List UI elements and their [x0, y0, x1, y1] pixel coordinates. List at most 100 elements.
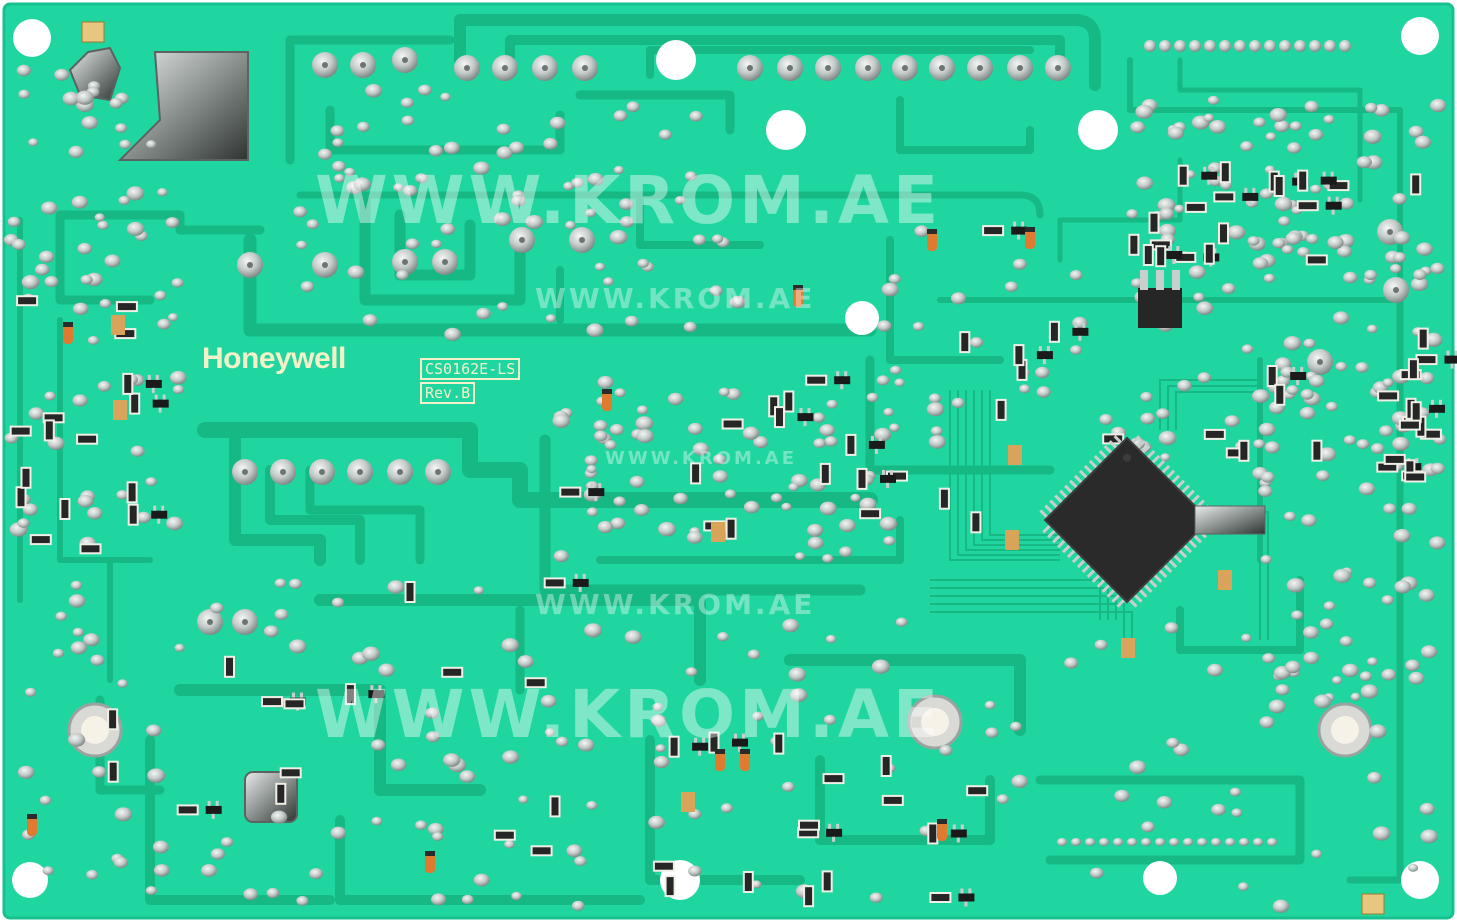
- solder-joint: [1164, 622, 1179, 634]
- solder-joint: [626, 101, 640, 112]
- solder-joint: [1382, 378, 1394, 387]
- solder-joint: [1114, 789, 1130, 802]
- solder-joint: [146, 140, 157, 149]
- solder-joint: [1207, 663, 1223, 677]
- smd-capacitor: [113, 400, 127, 420]
- solder-joint: [1064, 657, 1079, 669]
- solder-joint: [1356, 439, 1370, 450]
- solder-joint: [517, 655, 534, 668]
- solder-joint: [296, 896, 309, 906]
- solder-joint: [1372, 826, 1391, 841]
- solder-joint: [1373, 104, 1390, 117]
- solder-joint: [1405, 659, 1420, 672]
- solder-joint: [7, 216, 21, 227]
- solder-joint: [1333, 568, 1351, 583]
- solder-joint: [1268, 699, 1286, 714]
- solder-joint: [1238, 882, 1249, 891]
- smd-capacitor: [1121, 638, 1135, 658]
- smd-diode: [27, 814, 37, 836]
- solder-joint: [28, 407, 45, 420]
- smd-capacitor: [1005, 530, 1019, 550]
- solder-joint: [428, 822, 444, 836]
- solder-joint: [473, 161, 490, 175]
- solder-joint: [300, 281, 315, 292]
- solder-joint: [624, 315, 639, 327]
- header-pin: [1057, 838, 1067, 846]
- header-pin: [1183, 838, 1193, 846]
- solder-joint: [788, 667, 806, 682]
- solder-joint: [782, 781, 795, 792]
- solder-joint: [511, 195, 526, 207]
- solder-joint: [117, 679, 128, 688]
- header-pin: [1159, 40, 1171, 52]
- solder-joint: [712, 470, 728, 483]
- solder-joint: [629, 475, 645, 488]
- solder-joint: [113, 856, 128, 869]
- solder-joint: [1090, 867, 1104, 879]
- solder-joint: [928, 435, 946, 449]
- solder-joint: [984, 700, 996, 710]
- solder-joint: [171, 278, 184, 288]
- solder-joint: [1323, 601, 1336, 611]
- smd-transistor: [1429, 404, 1445, 413]
- solder-joint: [274, 578, 287, 588]
- header-pin: [1249, 40, 1261, 52]
- smd-transistor: [1320, 176, 1337, 185]
- solder-joint: [1424, 332, 1443, 347]
- solder-joint: [431, 893, 446, 906]
- smd-transistor: [797, 413, 814, 422]
- header-pin: [1279, 40, 1291, 52]
- solder-joint: [378, 663, 395, 677]
- solder-joint: [888, 274, 901, 284]
- solder-joint: [807, 523, 824, 537]
- test-pad: [1361, 893, 1385, 915]
- smd-capacitor: [111, 315, 125, 335]
- header-pin: [1071, 838, 1081, 846]
- solder-joint: [586, 507, 599, 517]
- solder-joint: [826, 399, 838, 409]
- solder-joint: [1413, 269, 1427, 280]
- solder-joint: [44, 391, 56, 401]
- solder-joint: [1240, 141, 1253, 152]
- solder-joint: [426, 731, 440, 743]
- smd-transistor: [958, 893, 975, 902]
- solder-joint: [1308, 128, 1324, 141]
- solder-joint: [496, 123, 511, 135]
- solder-joint: [1260, 471, 1275, 483]
- solder-joint: [1247, 236, 1260, 246]
- header-pin: [1339, 40, 1351, 52]
- solder-joint: [648, 815, 665, 830]
- solder-joint: [1367, 657, 1378, 666]
- smd-diode: [715, 749, 725, 771]
- solder-joint: [501, 638, 519, 653]
- solder-joint: [1252, 257, 1269, 270]
- smd-diode: [425, 851, 435, 873]
- solder-joint: [174, 643, 185, 652]
- solder-joint: [683, 321, 697, 333]
- solder-joint: [330, 125, 345, 137]
- solder-joint: [709, 285, 723, 297]
- solder-joint: [1069, 270, 1083, 281]
- solder-joint: [584, 623, 602, 638]
- solder-joint: [1140, 412, 1155, 425]
- solder-joint: [1013, 258, 1027, 270]
- solder-joint: [1393, 528, 1411, 543]
- solder-joint: [518, 795, 529, 804]
- solder-joint: [790, 688, 808, 702]
- solder-joint: [1327, 236, 1344, 249]
- solder-joint: [859, 497, 877, 512]
- header-pin: [1144, 40, 1156, 52]
- solder-joint: [1141, 821, 1155, 833]
- solder-joint: [1158, 223, 1176, 238]
- solder-joint: [92, 766, 107, 778]
- solder-joint: [650, 714, 667, 728]
- solder-joint: [585, 208, 597, 218]
- solder-joint: [459, 770, 476, 783]
- solder-joint: [624, 630, 642, 644]
- smd-capacitor: [711, 522, 725, 542]
- smd-components: [9, 161, 1457, 908]
- solder-joint: [895, 617, 908, 627]
- header-pin: [1141, 838, 1151, 846]
- solder-joint: [866, 392, 879, 403]
- solder-joint: [126, 221, 145, 236]
